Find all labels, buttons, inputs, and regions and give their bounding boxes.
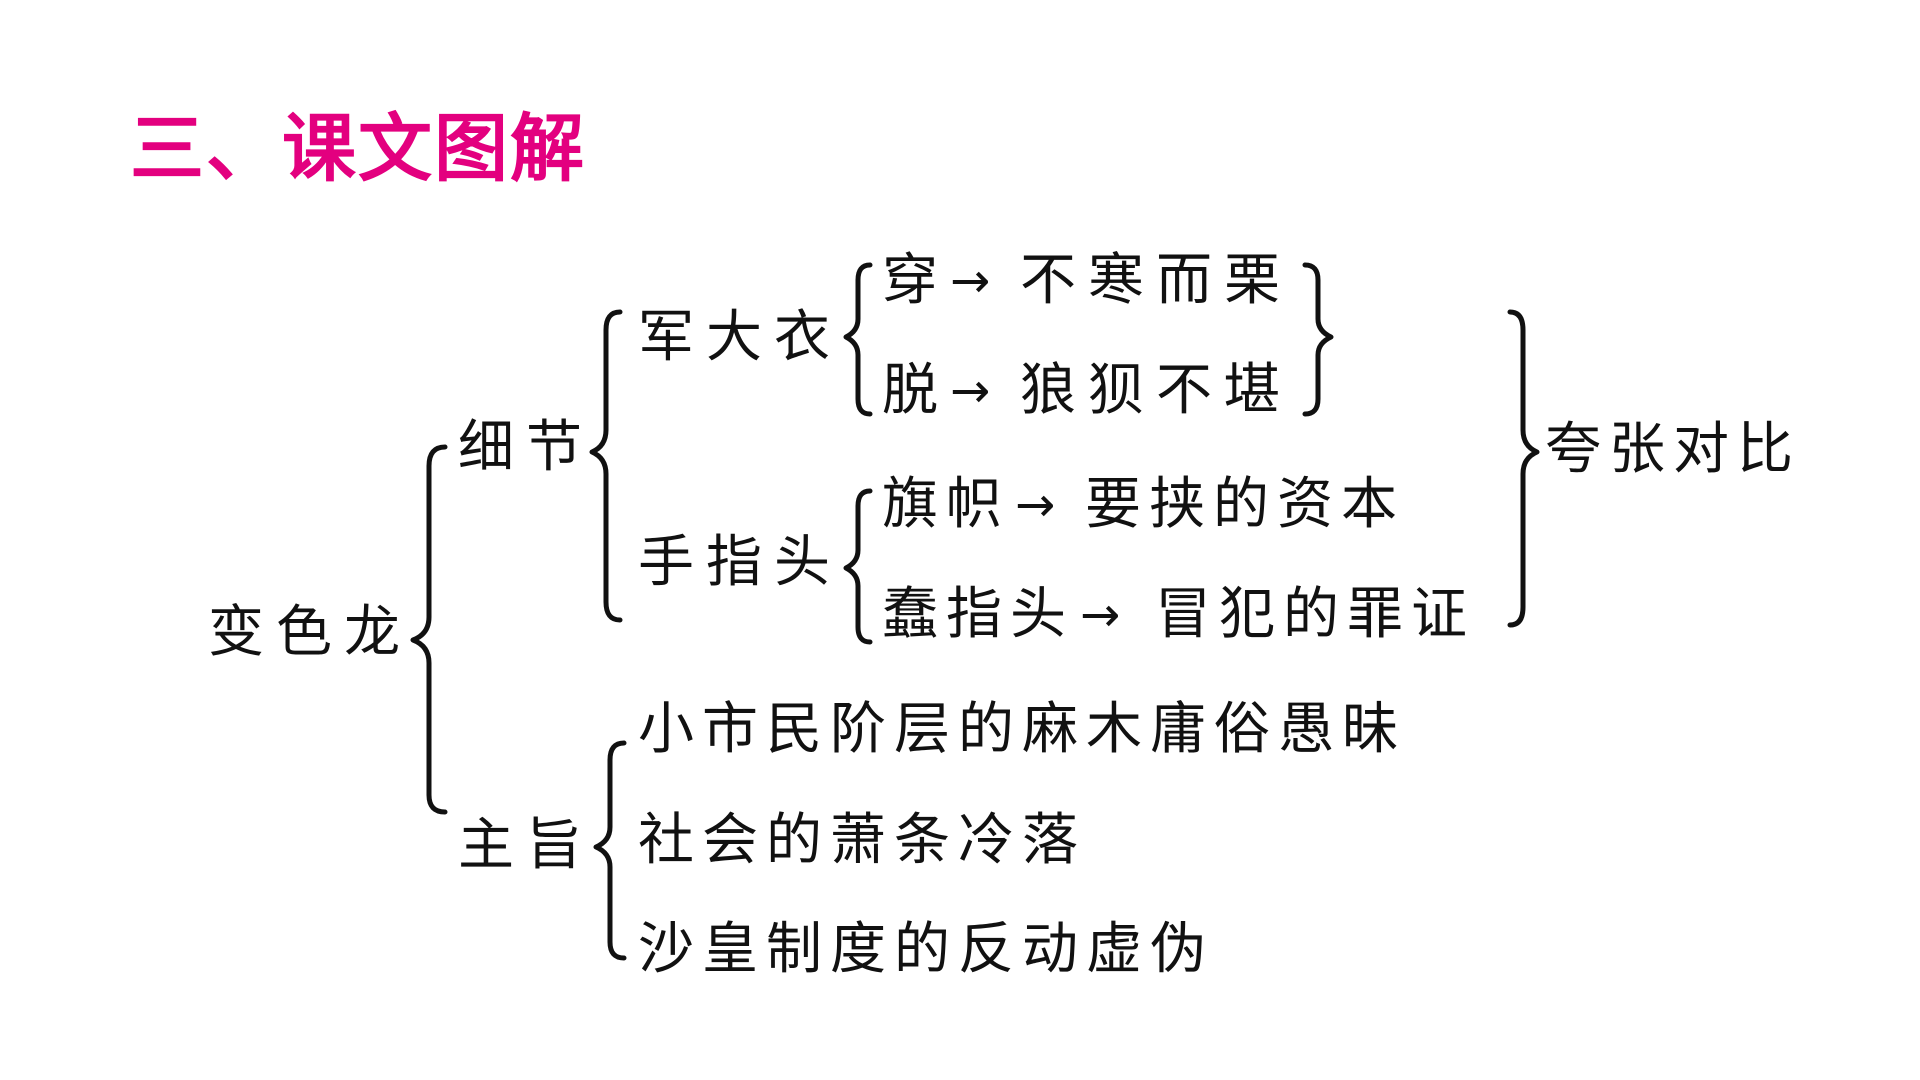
section-heading: 三、课文图解 — [130, 107, 586, 190]
coat-remove-result: 狼狈不堪 — [1020, 358, 1292, 423]
coat-remove-arrow: → — [950, 363, 991, 419]
theme-item: 小市民阶层的麻木庸俗愚昧 — [638, 697, 1406, 762]
detail-label: 细节 — [458, 415, 594, 480]
finger-foolish-action: 蠢指头 — [882, 582, 1074, 647]
coat-wear-result: 不寒而栗 — [1020, 248, 1292, 313]
coat-remove-action: 脱 — [882, 358, 950, 423]
coat-brace — [843, 262, 873, 417]
finger-label: 手指头 — [638, 530, 842, 595]
theme-item: 社会的萧条冷落 — [638, 808, 1086, 873]
finger-flag-arrow: → — [1015, 477, 1056, 533]
theme-brace — [593, 740, 627, 961]
finger-foolish-arrow: → — [1080, 587, 1121, 643]
theme-label: 主旨 — [458, 813, 594, 878]
coat-closing-brace — [1302, 262, 1334, 417]
theme-item: 沙皇制度的反动虚伪 — [638, 917, 1214, 982]
conclusion-label: 夸张对比 — [1545, 417, 1801, 482]
root-node: 变色龙 — [208, 600, 412, 665]
coat-label: 军大衣 — [638, 305, 842, 370]
conclusion-brace — [1507, 309, 1540, 628]
finger-flag-action: 旗帜 — [882, 472, 1010, 537]
finger-flag-result: 要挟的资本 — [1085, 472, 1405, 537]
coat-wear-arrow: → — [950, 253, 991, 309]
finger-foolish-result: 冒犯的罪证 — [1155, 582, 1475, 647]
detail-brace — [589, 309, 623, 623]
root-brace — [410, 444, 448, 815]
finger-brace — [843, 488, 873, 645]
coat-wear-action: 穿 — [882, 248, 950, 313]
